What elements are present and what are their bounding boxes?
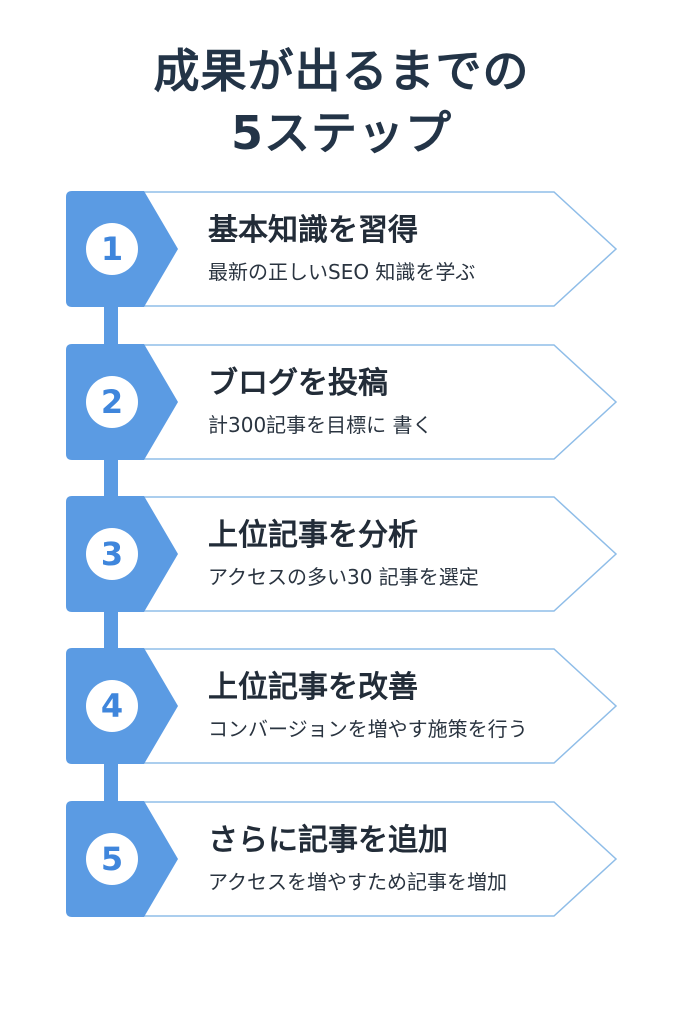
step-card-3: 3 上位記事を分析 アクセスの多い30 記事を選定 xyxy=(66,496,618,612)
step-description: アクセスの多い30 記事を選定 xyxy=(208,565,479,589)
step-description: コンバージョンを増やす施策を行う xyxy=(208,717,528,741)
step-title: 上位記事を分析 xyxy=(208,518,418,553)
step-description: 計300記事を目標に 書く xyxy=(208,413,433,437)
step-number-badge: 3 xyxy=(86,528,138,580)
step-description: 最新の正しいSEO 知識を学ぶ xyxy=(208,260,476,284)
title-line-1: 成果が出るまでの xyxy=(153,44,530,98)
step-card-5: 5 さらに記事を追加 アクセスを増やすため記事を増加 xyxy=(66,801,618,917)
step-card-2: 2 ブログを投稿 計300記事を目標に 書く xyxy=(66,344,618,460)
step-arrow-shape xyxy=(66,648,618,764)
step-description: アクセスを増やすため記事を増加 xyxy=(208,870,507,894)
step-arrow-shape xyxy=(66,191,618,307)
step-arrow-shape xyxy=(66,344,618,460)
step-number-badge: 5 xyxy=(86,833,138,885)
step-number-badge: 4 xyxy=(86,680,138,732)
step-title: ブログを投稿 xyxy=(208,366,388,401)
title-line-2: 5ステップ xyxy=(230,106,452,160)
step-card-1: 1 基本知識を習得 最新の正しいSEO 知識を学ぶ xyxy=(66,191,618,307)
step-card-4: 4 上位記事を改善 コンバージョンを増やす施策を行う xyxy=(66,648,618,764)
step-number-badge: 1 xyxy=(86,223,138,275)
step-title: 上位記事を改善 xyxy=(208,670,418,705)
step-arrow-shape xyxy=(66,801,618,917)
step-arrow-shape xyxy=(66,496,618,612)
step-title: さらに記事を追加 xyxy=(208,823,448,858)
page-title: 成果が出るまでの 5ステップ xyxy=(0,40,683,164)
step-title: 基本知識を習得 xyxy=(208,213,418,248)
step-number-badge: 2 xyxy=(86,376,138,428)
